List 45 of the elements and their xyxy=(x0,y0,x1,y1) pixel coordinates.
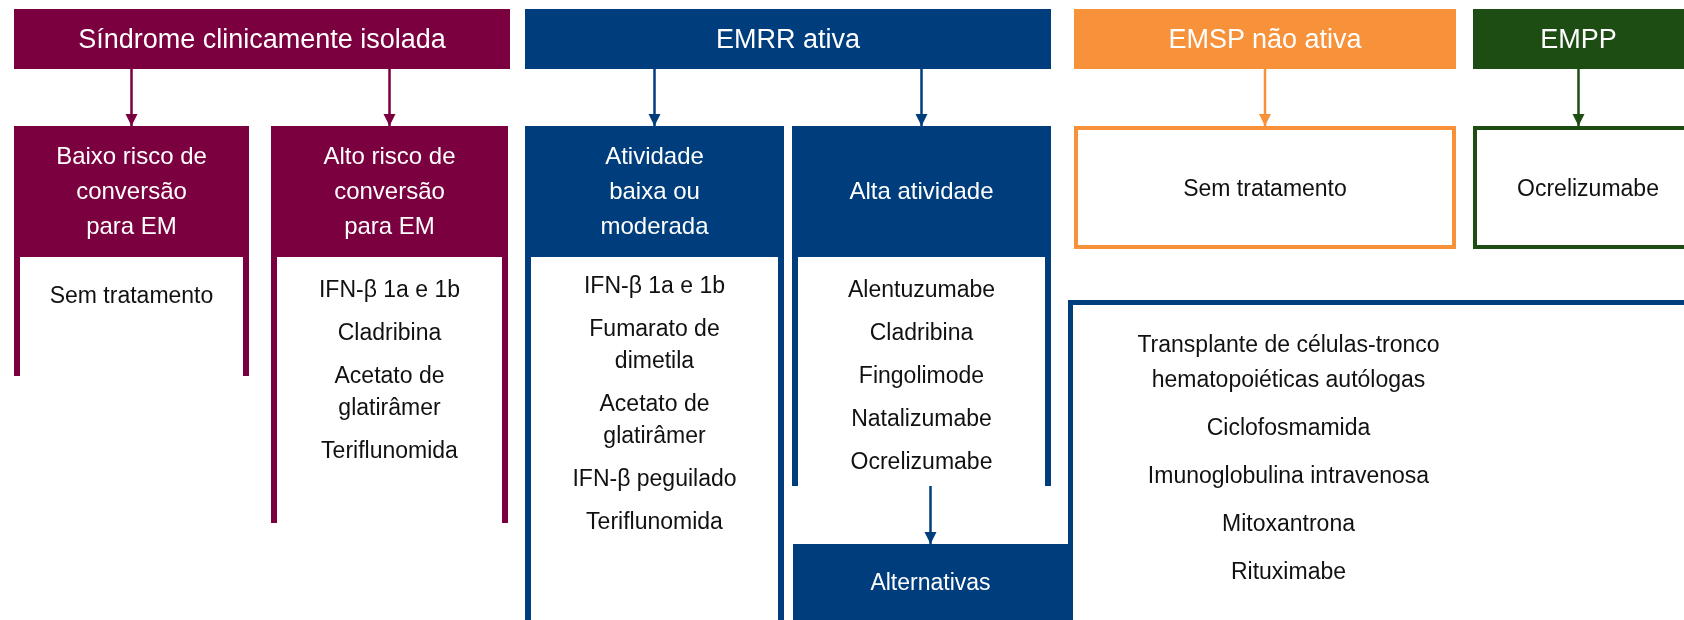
treatment-item: Fingolimode xyxy=(858,361,985,390)
treatment-item: Ciclofosmamida xyxy=(1206,413,1371,442)
category-header: EMRR ativa xyxy=(525,9,1051,69)
treatment-item: Mitoxantrona xyxy=(1222,509,1355,538)
treatment-item: Rituximabe xyxy=(1230,557,1346,586)
treatment-item: Teriflunomida xyxy=(321,436,458,465)
arrow xyxy=(924,486,937,544)
treatment-item: Natalizumabe xyxy=(851,404,992,433)
treatment-item: IFN-β 1a e 1b xyxy=(583,271,726,300)
treatment-card xyxy=(14,126,249,376)
card-heading: Baixo risco de conversão para EM xyxy=(55,141,208,241)
treatment-card xyxy=(271,126,508,523)
treatment-card xyxy=(525,126,784,620)
treatment-item: Teriflunomida xyxy=(586,507,723,536)
section-header: Alternativas xyxy=(793,544,1068,620)
treatment-card xyxy=(792,126,1051,486)
treatment-item: Acetato de glatirâmer xyxy=(598,389,711,450)
arrow xyxy=(915,69,928,126)
treatment-box xyxy=(1473,126,1684,249)
treatment-item: IFN-β 1a e 1b xyxy=(318,275,461,304)
treatment-item: Imunoglobulina intravenosa xyxy=(1147,461,1430,490)
treatment-item: Transplante de células-tronco hematopoiéticas autólogas xyxy=(1136,330,1441,394)
category-header: EMSP não ativa xyxy=(1074,9,1456,69)
treatment-item: Sem tratamento xyxy=(49,281,214,310)
treatment-item: Cladribina xyxy=(337,318,442,347)
treatment-item: Ocrelizumabe xyxy=(850,447,993,476)
treatment-item: IFN-β peguilado xyxy=(572,464,737,493)
arrow xyxy=(1572,69,1585,126)
treatment-item: Cladribina xyxy=(869,318,974,347)
card-heading: Atividade baixa ou moderada xyxy=(599,141,710,241)
category-header: Síndrome clinicamente isolada xyxy=(14,9,510,69)
treatment-panel xyxy=(1068,300,1684,620)
treatment-item: Sem tratamento xyxy=(1183,173,1347,203)
arrow xyxy=(1258,69,1272,126)
treatment-item: Fumarato de dimetila xyxy=(588,314,721,375)
category-header: EMPP xyxy=(1473,9,1684,69)
card-heading: Alta atividade xyxy=(849,176,994,207)
treatment-item: Ocrelizumabe xyxy=(1517,173,1659,203)
arrow xyxy=(648,69,661,126)
treatment-item: Alentuzumabe xyxy=(847,275,995,304)
treatment-item: Acetato de glatirâmer xyxy=(333,361,446,422)
treatment-box xyxy=(1074,126,1456,249)
arrow xyxy=(125,69,138,126)
arrow xyxy=(383,69,396,126)
card-heading: Alto risco de conversão para EM xyxy=(322,141,457,241)
